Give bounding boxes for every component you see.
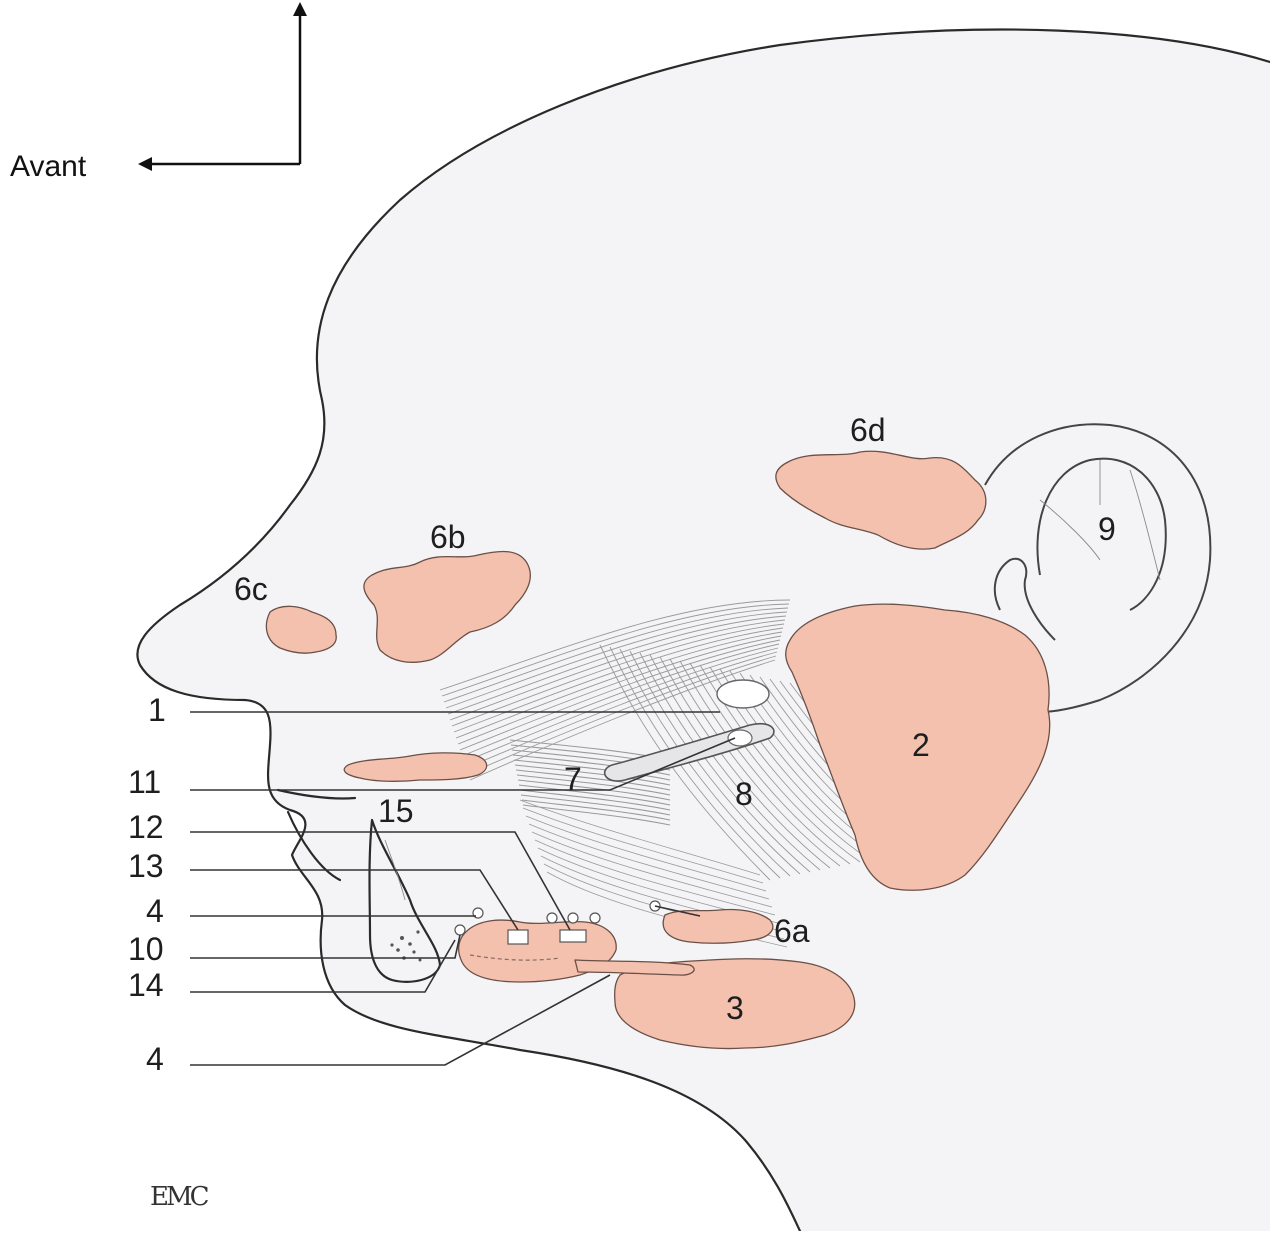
emc-logo: EMC bbox=[150, 1182, 209, 1212]
label-9: 9 bbox=[1098, 511, 1116, 547]
label-15: 15 bbox=[378, 793, 414, 829]
label-12: 12 bbox=[128, 809, 164, 845]
label-4-lower: 4 bbox=[146, 1041, 164, 1077]
duct-opening-lower bbox=[728, 730, 752, 746]
label-13: 13 bbox=[128, 848, 164, 884]
label-1: 1 bbox=[148, 692, 166, 728]
left-arrow-head bbox=[138, 157, 152, 171]
duct-opening-upper bbox=[717, 680, 769, 708]
duct-pore-3 bbox=[547, 913, 557, 923]
duct-pore-5 bbox=[590, 913, 600, 923]
duct-square-12 bbox=[560, 930, 586, 942]
label-6d: 6d bbox=[850, 412, 886, 448]
label-11: 11 bbox=[128, 764, 161, 800]
duct-pore-4 bbox=[568, 913, 578, 923]
gland-6a bbox=[663, 909, 773, 943]
label-6c: 6c bbox=[234, 571, 268, 607]
label-7: 7 bbox=[564, 761, 582, 797]
orientation-label: Avant bbox=[10, 150, 87, 183]
label-6a: 6a bbox=[774, 913, 810, 949]
duct-pore-2 bbox=[455, 925, 465, 935]
label-6b: 6b bbox=[430, 519, 466, 555]
label-14: 14 bbox=[128, 967, 164, 1003]
label-3: 3 bbox=[726, 990, 744, 1026]
label-8: 8 bbox=[735, 776, 753, 812]
up-arrow-head bbox=[293, 2, 307, 16]
label-4-upper: 4 bbox=[146, 893, 164, 929]
label-2: 2 bbox=[912, 727, 930, 763]
duct-square-13 bbox=[508, 930, 528, 944]
label-10: 10 bbox=[128, 931, 164, 967]
orientation-arrows bbox=[138, 2, 307, 171]
